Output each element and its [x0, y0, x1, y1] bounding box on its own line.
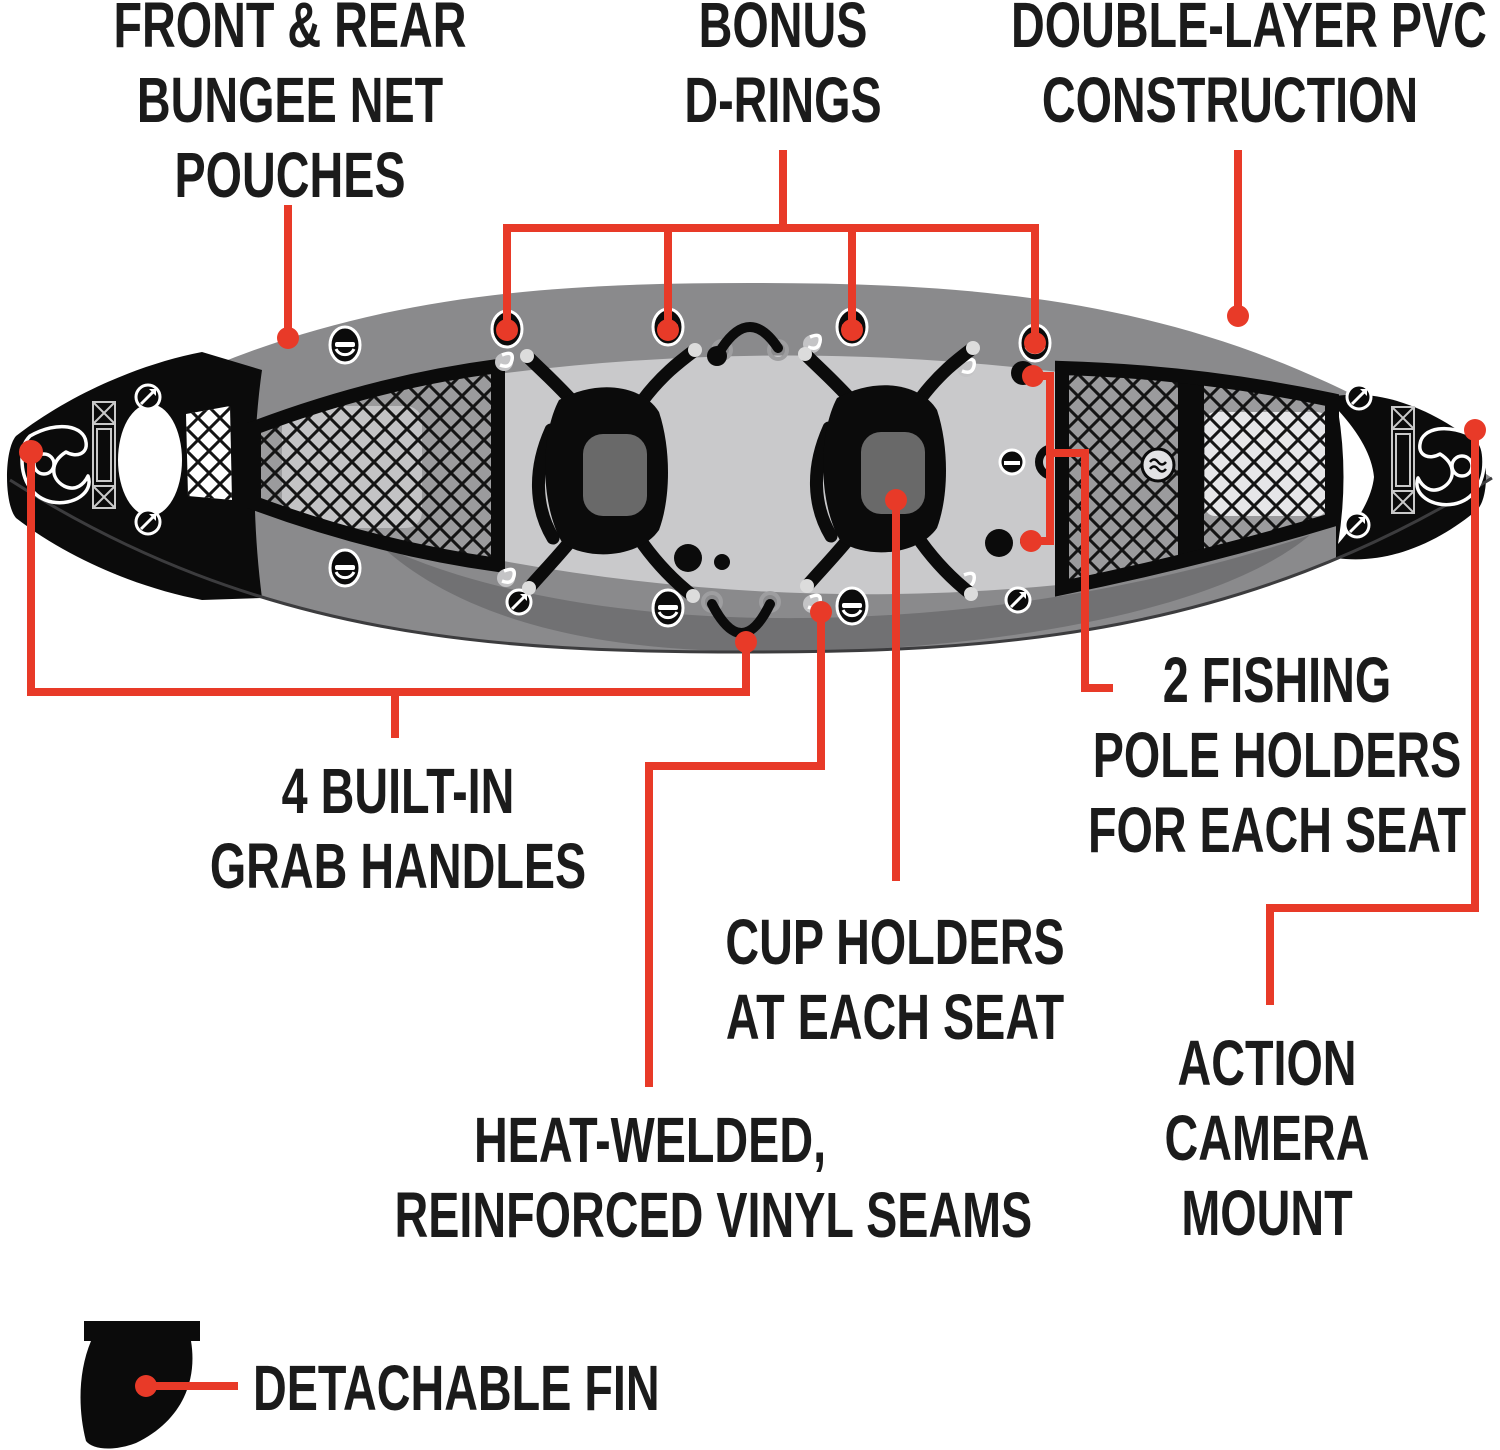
callout-line-seams — [645, 612, 825, 1087]
label-line: CAMERA — [1164, 1102, 1370, 1174]
label-double-layer-pvc: DOUBLE-LAYER PVC CONSTRUCTION — [1011, 0, 1487, 138]
stern-strap-handle — [1391, 406, 1415, 514]
label-action-camera-mount: ACTION CAMERA MOUNT — [1048, 1026, 1486, 1251]
rear-mesh-frame — [1055, 360, 1339, 597]
label-detachable-fin: DETACHABLE FIN — [253, 1351, 660, 1426]
bow-strap-handle — [92, 401, 116, 509]
label-built-in-grab-handles: 4 BUILT-IN GRAB HANDLES — [179, 754, 617, 904]
label-front-rear-bungee-net-pouches: FRONT & REAR BUNGEE NET POUCHES — [71, 0, 509, 213]
label-line: CONSTRUCTION — [1041, 64, 1419, 136]
front-mesh-frame — [247, 358, 505, 574]
callout-lines — [27, 150, 1479, 1390]
label-line: GRAB HANDLES — [209, 830, 587, 902]
label-line: FOR EACH SEAT — [1087, 794, 1467, 866]
callout-line-drings — [503, 224, 1039, 343]
label-line: DOUBLE-LAYER PVC — [1011, 0, 1487, 61]
stern-frame-cutout — [1338, 410, 1374, 544]
label-line: D-RINGS — [684, 64, 882, 136]
label-line: REINFORCED VINYL SEAMS — [394, 1179, 1033, 1251]
label-line: POLE HOLDERS — [1092, 719, 1462, 791]
label-bonus-d-rings: BONUS D-RINGS — [564, 0, 1002, 138]
label-line: 2 FISHING — [1162, 644, 1392, 716]
label-line: BUNGEE NET — [136, 64, 444, 136]
label-fishing-pole-holders: 2 FISHING POLE HOLDERS FOR EACH SEAT — [1058, 643, 1496, 868]
label-line: FRONT & REAR — [113, 0, 467, 61]
callout-line-handles — [27, 452, 750, 696]
label-line: ACTION — [1177, 1027, 1357, 1099]
label-line: AT EACH SEAT — [725, 981, 1065, 1053]
label-line: DETACHABLE FIN — [253, 1352, 660, 1424]
label-line: MOUNT — [1181, 1177, 1353, 1249]
bow-frame-cutout — [118, 404, 182, 516]
callout-line-camera — [1266, 430, 1479, 1005]
label-line: HEAT-WELDED, — [473, 1104, 827, 1176]
label-line: BONUS — [698, 0, 868, 61]
callout-dots — [19, 305, 1486, 1397]
label-line: CUP HOLDERS — [725, 906, 1065, 978]
label-cup-holders: CUP HOLDERS AT EACH SEAT — [676, 905, 1114, 1055]
label-heat-welded-seams: HEAT-WELDED, REINFORCED VINYL SEAMS — [394, 1103, 1033, 1253]
label-line: 4 BUILT-IN — [281, 755, 515, 827]
bow-small-mesh-net — [186, 406, 232, 500]
hull-bottom-shadow — [380, 535, 1310, 652]
brand-logo-icon — [1140, 447, 1176, 483]
label-line: POUCHES — [174, 139, 406, 211]
